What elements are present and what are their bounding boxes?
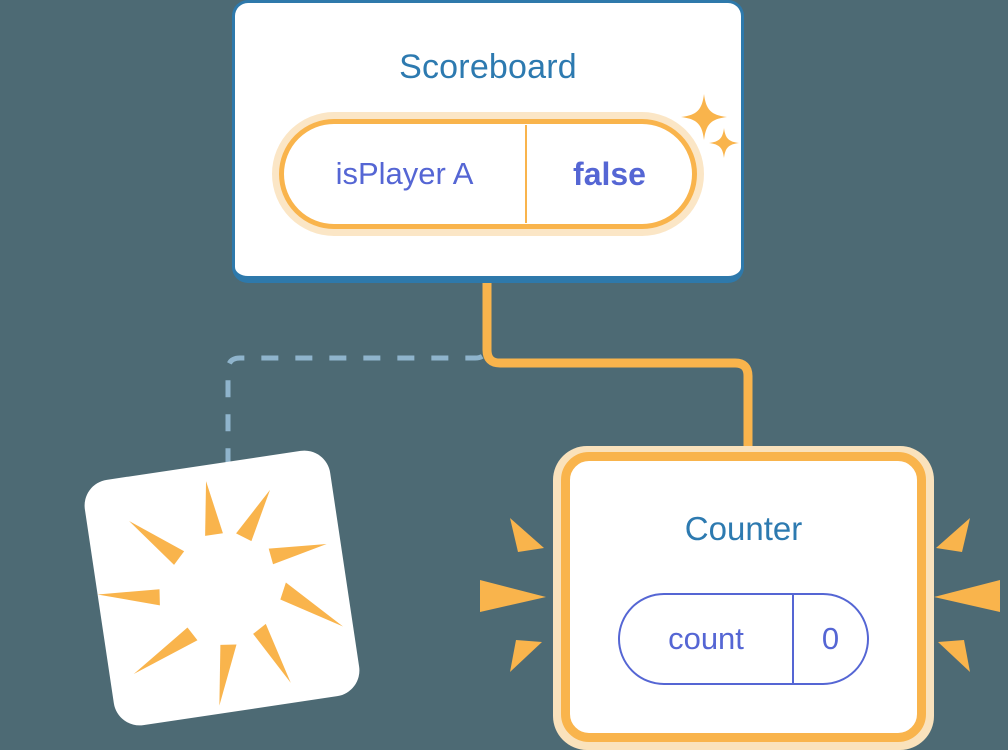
scoreboard-title: Scoreboard <box>399 48 577 86</box>
scoreboard-to-burst-card-connector <box>225 290 490 478</box>
sparkle-icon <box>709 128 739 158</box>
counter-title: Counter <box>684 510 803 547</box>
scoreboard-card[interactable]: Scoreboard isPlayer A false <box>232 0 744 283</box>
rerender-burst-card[interactable] <box>81 447 363 729</box>
scoreboard-state-key: isPlayer A <box>335 156 474 191</box>
counter-state-pill[interactable]: count 0 <box>618 593 869 685</box>
counter-state-value: 0 <box>821 621 840 656</box>
counter-state-key: count <box>668 621 744 656</box>
scoreboard-state-pill[interactable]: isPlayer A false <box>279 119 697 229</box>
sparkle-icon <box>681 94 727 140</box>
burst-rays-icon <box>97 481 344 706</box>
burst-rays-right-icon <box>934 518 1000 672</box>
pill-divider <box>792 595 794 683</box>
counter-card[interactable]: Counter count 0 <box>561 452 926 742</box>
burst-rays-left-icon <box>480 518 546 672</box>
scoreboard-state-value: false <box>573 155 646 192</box>
pill-divider <box>525 125 527 223</box>
scoreboard-to-counter-connector <box>482 282 753 468</box>
scoreboard-state-pill-wrap: isPlayer A false <box>272 112 704 236</box>
